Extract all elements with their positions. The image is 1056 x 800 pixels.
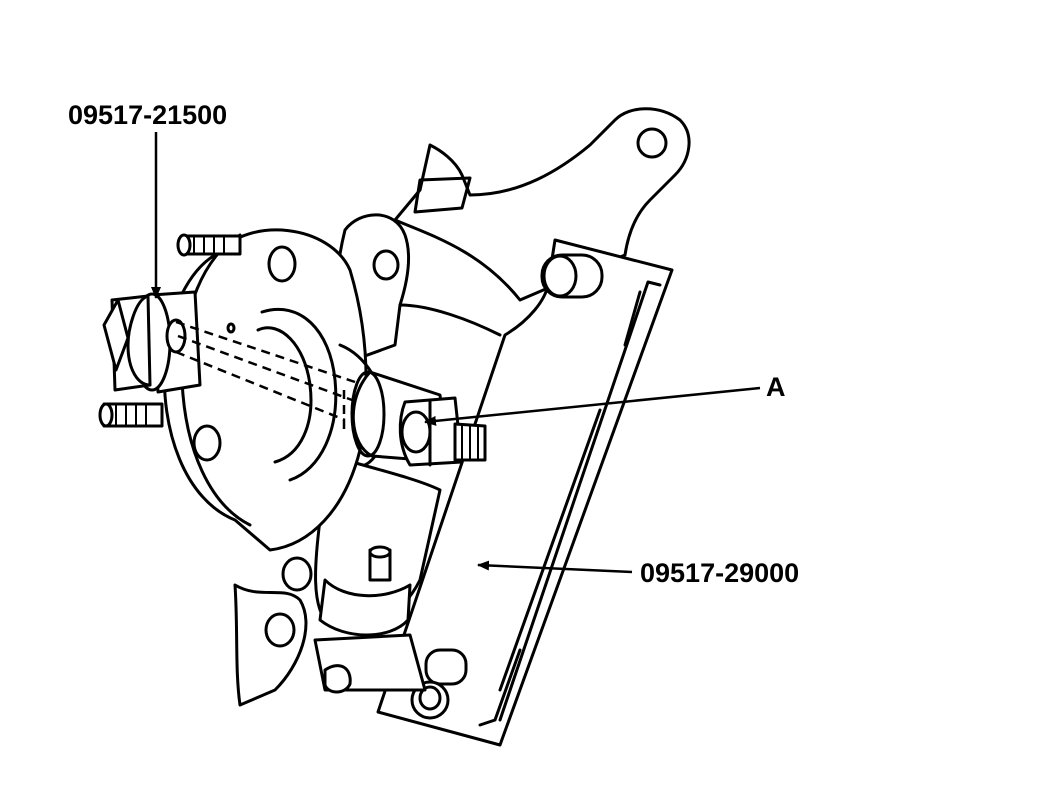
shaft-hidden-lines: [175, 320, 356, 430]
callout-a: A: [424, 372, 786, 426]
puller-tool: [102, 290, 202, 394]
adapter-a: [350, 370, 487, 467]
knuckle-upper-arm: [393, 107, 691, 302]
wheel-studs: [98, 233, 242, 428]
arrowhead-icon: [424, 386, 761, 426]
callout-fixture: 09517-29000: [477, 558, 799, 588]
callout-puller: 09517-21500: [68, 100, 227, 299]
label-fixture: 09517-29000: [640, 558, 799, 588]
knuckle-lower-body: [233, 458, 442, 707]
label-a: A: [766, 372, 786, 402]
arrowhead-icon: [477, 560, 633, 574]
label-puller: 09517-21500: [68, 100, 227, 130]
fixture-plate: [376, 238, 674, 747]
